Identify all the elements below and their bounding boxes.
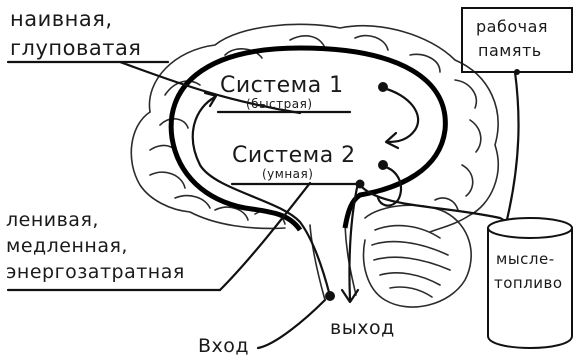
input-pointer-line	[258, 300, 325, 348]
system1-sublabel: (быстрая)	[246, 97, 313, 111]
fuel-label-line1: мысле-	[496, 250, 555, 268]
output-label: выход	[330, 317, 395, 339]
system1-to-system2-path	[383, 88, 418, 142]
memory-link-path	[505, 72, 519, 228]
system1-node	[378, 82, 388, 92]
lazy-label-line3: энергозатратная	[6, 261, 185, 283]
system1-label: Система 1	[220, 73, 344, 98]
lazy-pointer-line	[220, 183, 310, 290]
naive-label-line1: наивная,	[10, 7, 113, 31]
lazy-label-line2: медленная,	[6, 235, 128, 257]
input-node	[325, 291, 335, 301]
naive-label-line2: глуповатая	[10, 36, 141, 60]
lazy-label-line1: ленивая,	[6, 209, 99, 231]
system2-output-node	[356, 180, 365, 189]
system2-node	[378, 160, 388, 170]
working-memory-label-line1: рабочая	[476, 17, 548, 36]
system2-label: Система 2	[232, 143, 356, 168]
input-label: Вход	[198, 335, 249, 357]
system2-sublabel: (умная)	[262, 167, 313, 181]
working-memory-label-line2: память	[478, 41, 542, 60]
fuel-label-line2: топливо	[494, 274, 563, 292]
